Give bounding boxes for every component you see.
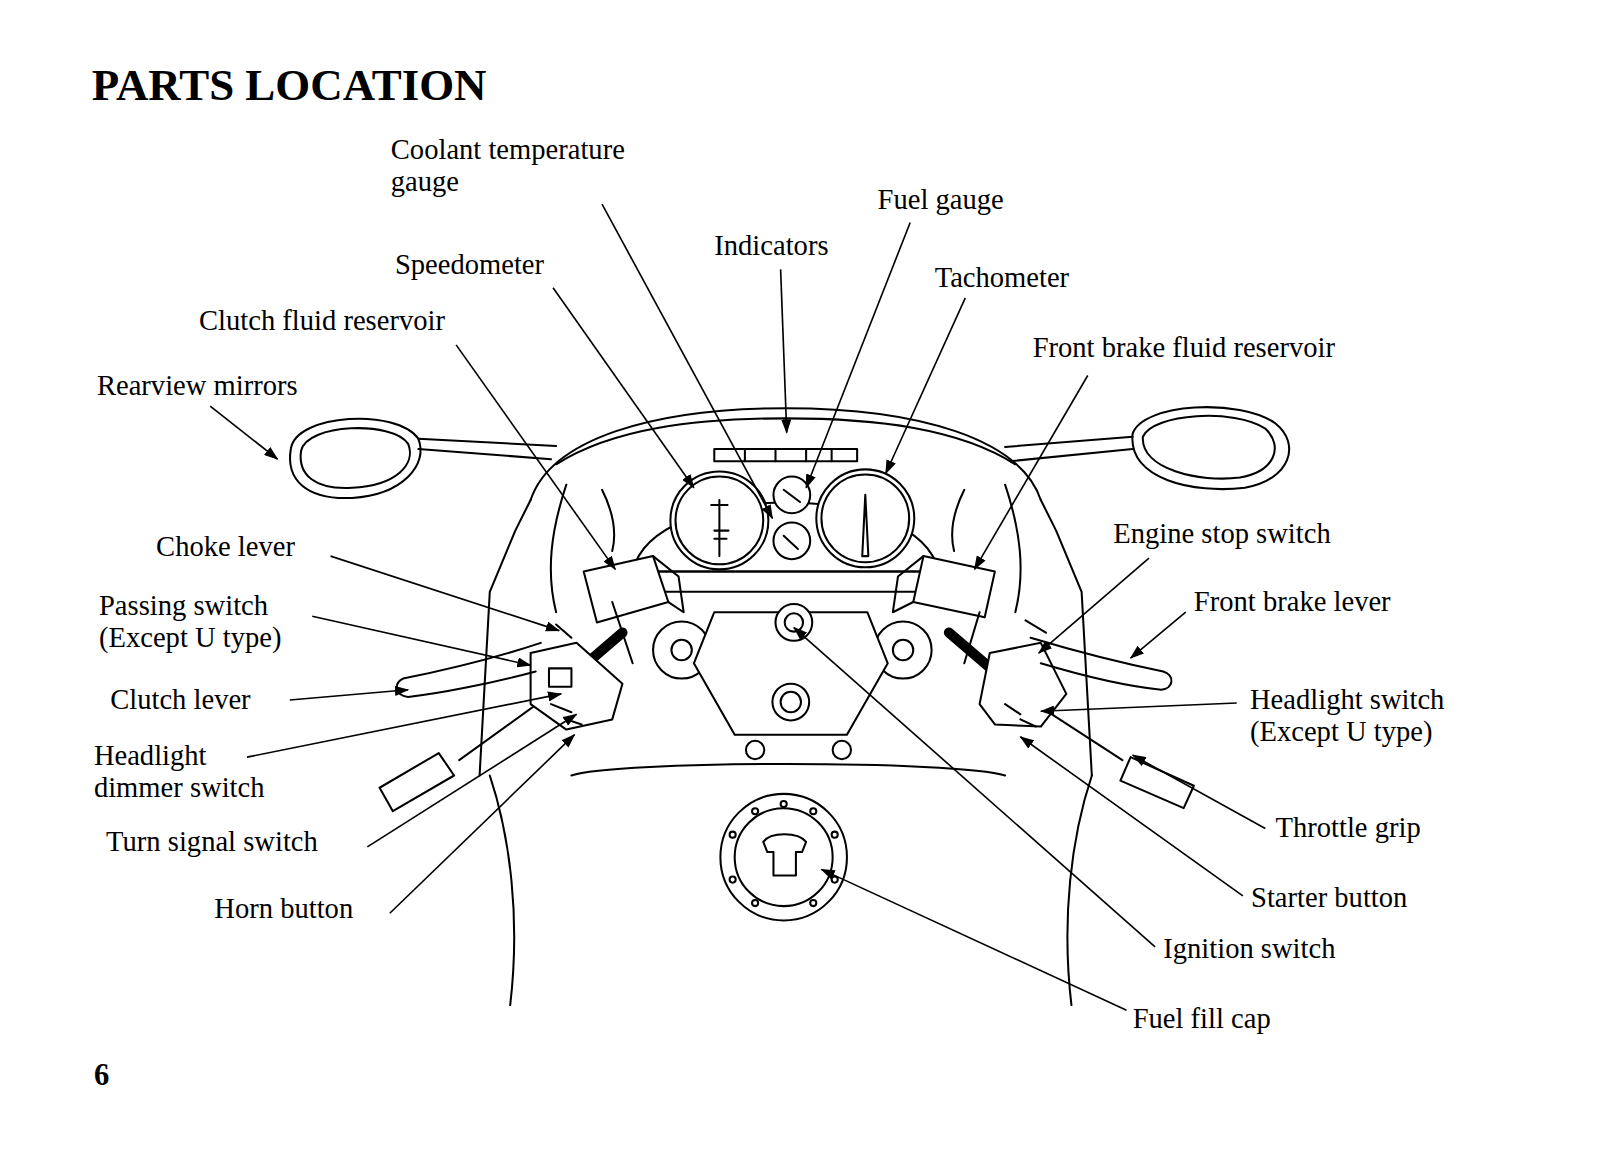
part-label: Rearview mirrors xyxy=(97,369,298,401)
page-title: PARTS LOCATION xyxy=(92,59,487,111)
part-label: Front brake lever xyxy=(1194,586,1391,618)
part-label: Choke lever xyxy=(156,531,295,563)
part-label: Headlight dimmer switch xyxy=(94,740,298,804)
page-number: 6 xyxy=(94,1057,109,1091)
part-label: Clutch lever xyxy=(110,684,250,716)
part-label: Throttle grip xyxy=(1276,811,1421,843)
part-label: Horn button xyxy=(214,893,353,925)
part-label: Engine stop switch xyxy=(1113,517,1330,549)
part-label: Front brake fluid reservoir xyxy=(1033,332,1335,364)
part-label: Indicators xyxy=(714,230,828,262)
part-label: Speedometer xyxy=(395,249,544,281)
part-label: Tachometer xyxy=(935,261,1069,293)
part-label: Turn signal switch xyxy=(106,826,318,858)
part-label: Ignition switch xyxy=(1163,933,1335,965)
part-label: Headlight switch (Except U type) xyxy=(1250,684,1487,748)
part-label: Starter button xyxy=(1251,882,1407,914)
part-label: Coolant temperature gauge xyxy=(391,134,667,198)
part-label: Fuel gauge xyxy=(878,184,1004,216)
part-label: Clutch fluid reservoir xyxy=(199,304,445,336)
part-label: Passing switch (Except U type) xyxy=(99,590,326,654)
part-label: Fuel fill cap xyxy=(1133,1002,1271,1034)
